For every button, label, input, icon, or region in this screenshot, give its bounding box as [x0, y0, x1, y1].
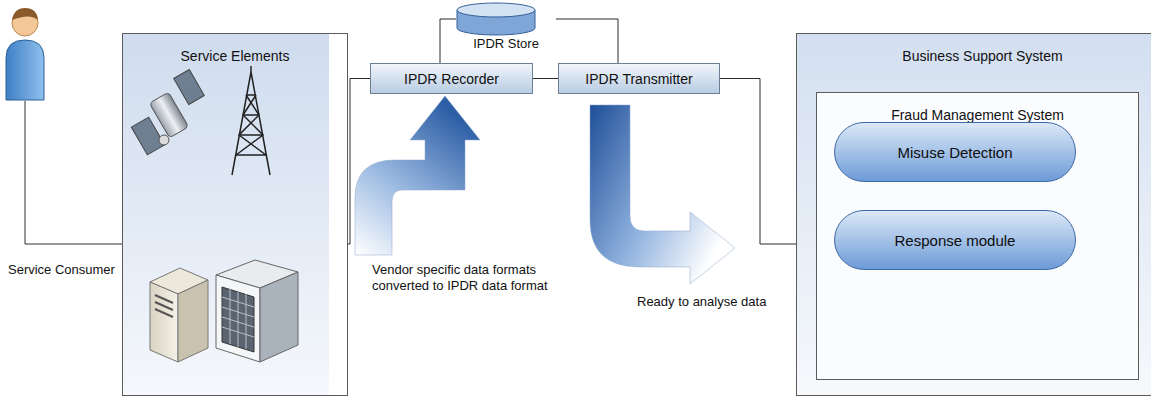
panel-ground — [123, 34, 329, 395]
group-panel: Fraud Management SystemMisuse DetectionR… — [816, 92, 1139, 380]
server-icon — [178, 280, 208, 362]
consumer-wire — [25, 101, 122, 244]
satellite-icon — [174, 70, 205, 105]
flow-note: Ready to analyse data — [637, 294, 797, 310]
rack-icon — [222, 287, 254, 352]
server-icon — [155, 295, 173, 317]
flow-arrow — [590, 105, 735, 284]
flow-arrow — [355, 96, 480, 255]
flow-note: Vendor specific data formats converted t… — [372, 262, 584, 294]
process-pill: Response module — [834, 210, 1076, 270]
rack-icon — [216, 275, 260, 362]
person-icon — [12, 8, 38, 20]
node-text: Misuse Detection — [897, 144, 1012, 161]
node-text: IPDR Recorder — [404, 71, 499, 87]
connector-line — [533, 78, 558, 79]
data-store: IPDR Store — [456, 2, 556, 59]
flow-note: Service Consumer — [8, 262, 118, 278]
satellite-icon — [159, 135, 169, 145]
server-icon — [150, 268, 208, 362]
group-panel: Service Elements — [122, 33, 348, 396]
node-text: IPDR Store — [456, 2, 556, 51]
tower-icon — [232, 72, 270, 175]
satellite-icon — [131, 70, 204, 155]
connector-line — [720, 79, 796, 245]
person-icon — [6, 8, 44, 100]
node-text: IPDR Transmitter — [585, 71, 692, 87]
connector-line — [556, 19, 618, 63]
tower-icon — [236, 95, 266, 155]
connector-line — [440, 19, 456, 63]
tower-icon — [232, 66, 270, 175]
rack-icon — [260, 272, 298, 362]
process-box: IPDR Recorder — [370, 63, 533, 94]
cylinder-top — [457, 3, 535, 17]
node-text: Business Support System — [797, 34, 1151, 64]
rack-icon — [216, 260, 298, 362]
person-icon — [6, 40, 44, 100]
process-box: IPDR Transmitter — [558, 63, 720, 94]
connector-line — [348, 79, 370, 245]
satellite-icon — [131, 117, 164, 155]
cylinder-outline — [456, 2, 536, 36]
tower-icon — [250, 66, 252, 72]
server-icon — [150, 282, 178, 362]
group-panel: Business Support SystemFraud Management … — [796, 33, 1151, 396]
node-text: Service Elements — [123, 34, 347, 64]
process-pill: Misuse Detection — [834, 122, 1076, 182]
rack-icon — [222, 289, 254, 349]
node-text: Fraud Management System — [817, 93, 1138, 123]
node-text: Response module — [895, 232, 1016, 249]
tower-icon — [236, 95, 266, 155]
